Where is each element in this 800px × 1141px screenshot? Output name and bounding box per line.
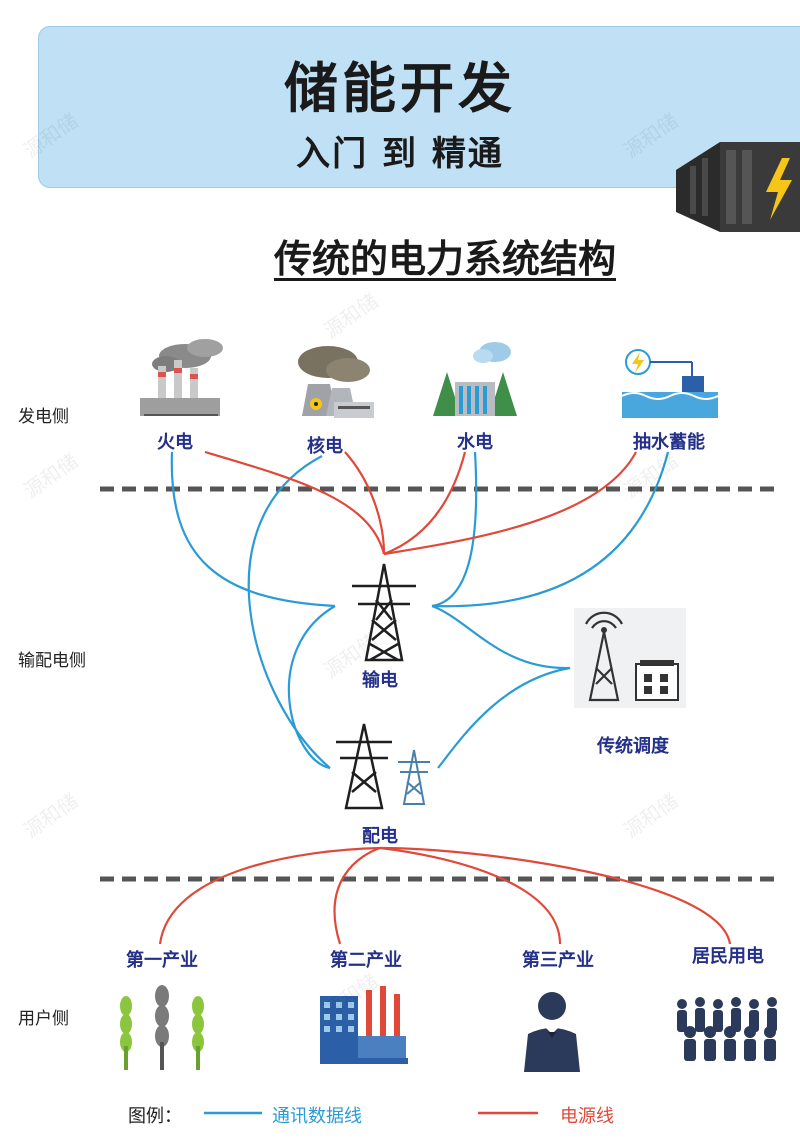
node-label-nuclear: 核电 — [307, 436, 343, 457]
node-label-residential: 居民用电 — [692, 946, 764, 967]
comm-line-pumped-transmission — [431, 451, 670, 608]
node-label-dispatch: 传统调度 — [597, 736, 669, 757]
distribution-tower-icon — [336, 723, 392, 810]
power-line-primary — [158, 846, 381, 945]
node-label-pumped-storage: 抽水蓄能 — [633, 432, 705, 453]
node-label-secondary-industry: 第二产业 — [330, 950, 402, 971]
distribution-small-tower-icon — [398, 749, 430, 805]
power-line-hydro — [383, 451, 467, 556]
node-label-thermal: 火电 — [157, 432, 193, 453]
power-line-pumped — [383, 451, 637, 556]
nuclear-plant-icon — [298, 346, 374, 418]
dispatch-tower-icon — [574, 608, 686, 708]
power-line-tertiary — [379, 846, 562, 945]
comm-lines — [170, 451, 670, 770]
page-title: 储能开发 — [284, 57, 516, 120]
node-label-tertiary-industry: 第三产业 — [522, 950, 594, 971]
transmission-tower-icon — [352, 563, 416, 662]
legend-title: 图例： — [128, 1106, 182, 1127]
pumped-storage-icon — [621, 349, 719, 418]
legend-comm-label: 通讯数据线 — [272, 1106, 362, 1127]
node-label-transmission: 输电 — [362, 670, 398, 691]
comm-line-hydro-transmission — [431, 451, 478, 608]
crowd-icon — [677, 997, 777, 1061]
comm-line-dispatch-distribution — [437, 666, 571, 769]
side-label-transmission: 输配电侧 — [18, 651, 86, 671]
hydro-plant-icon — [433, 342, 517, 416]
page-subtitle: 入门 到 精通 — [296, 134, 504, 174]
thermal-plant-icon — [140, 339, 223, 416]
comm-line-dispatch-transmission — [431, 604, 571, 670]
power-line-nuclear — [344, 451, 386, 555]
header-banner — [38, 26, 800, 188]
node-label-distribution: 配电 — [362, 826, 398, 847]
side-label-user: 用户侧 — [18, 1009, 69, 1029]
businessman-icon — [524, 992, 580, 1072]
section-title: 传统的电力系统结构 — [273, 237, 616, 281]
comm-line-nuclear-distribution — [247, 455, 331, 769]
power-line-residential — [379, 846, 732, 945]
side-label-generation: 发电侧 — [18, 407, 69, 427]
power-line-thermal — [204, 450, 386, 555]
comm-line-thermal-transmission — [170, 451, 336, 608]
factory-icon — [320, 986, 408, 1064]
comm-line-transmission-distribution — [287, 605, 336, 770]
wheat-icon — [120, 985, 204, 1070]
legend-power-label: 电源线 — [560, 1106, 614, 1127]
node-label-primary-industry: 第一产业 — [126, 950, 198, 971]
power-lines — [158, 450, 732, 945]
power-line-secondary — [333, 846, 381, 945]
node-label-hydro: 水电 — [457, 432, 493, 453]
